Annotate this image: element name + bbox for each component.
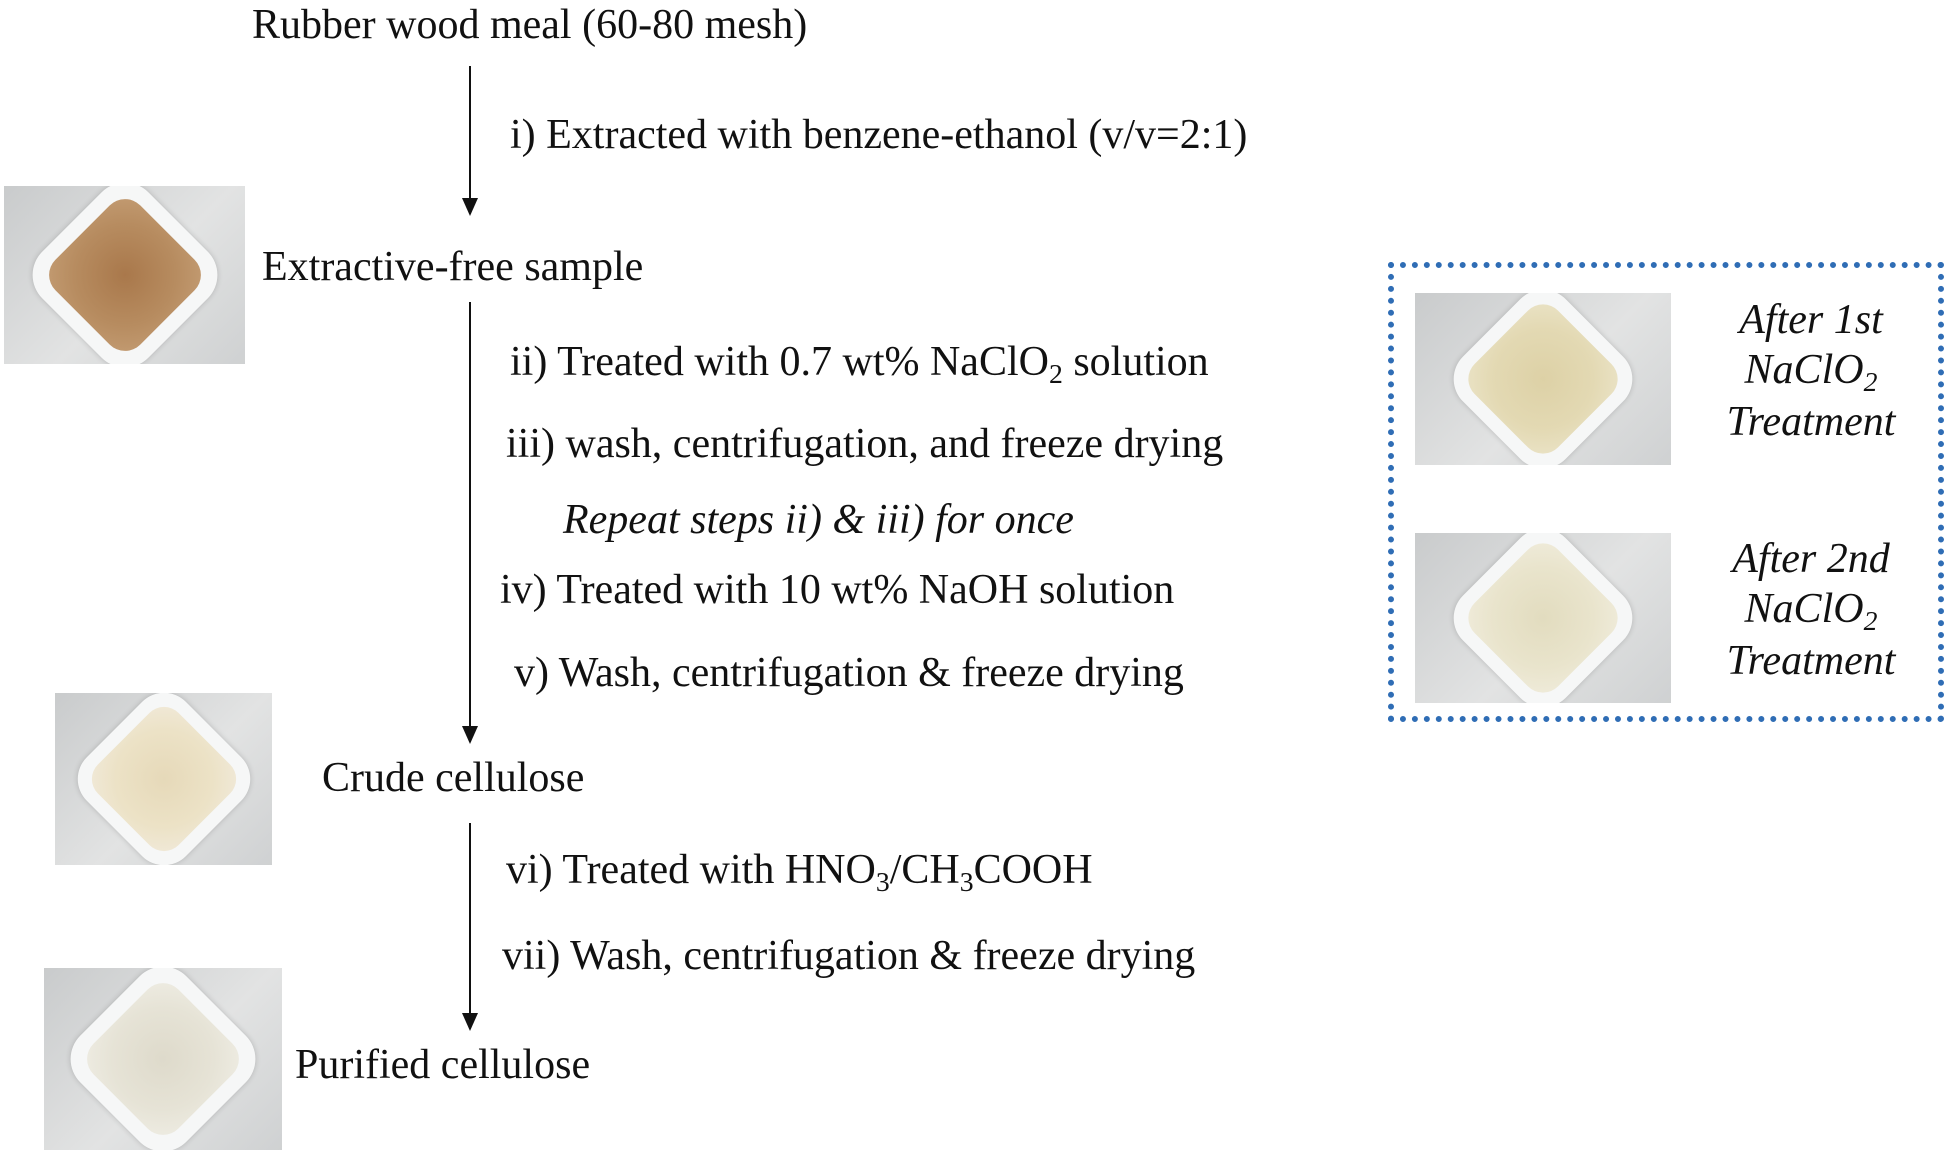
caption-after-2nd-subscript: 2	[1863, 604, 1878, 636]
step-iv: iv) Treated with 10 wt% NaOH solution	[500, 567, 1175, 613]
caption-after-2nd-line1: After 2nd	[1732, 536, 1890, 582]
step-i: i) Extracted with benzene-ethanol (v/v=2…	[510, 112, 1248, 158]
repeat-note: Repeat steps ii) & iii) for once	[563, 497, 1074, 543]
crude-powder-pile	[82, 698, 245, 860]
step-vi-text-c: COOH	[973, 847, 1093, 893]
caption-after-2nd-line3: Treatment	[1726, 638, 1896, 684]
photo-after-1st-naclo2	[1415, 293, 1671, 465]
flow-arrow-1	[462, 66, 478, 216]
photo-extractive-free-sample	[4, 186, 245, 364]
caption-after-1st: After 1st NaClO2 Treatment	[1688, 296, 1934, 448]
step-ii-subscript: 2	[1048, 357, 1063, 389]
flow-arrow-2	[462, 302, 478, 744]
step-ii: ii) Treated with 0.7 wt% NaClO2 solution	[510, 341, 1209, 387]
caption-after-1st-line2: NaClO2	[1688, 346, 1934, 398]
caption-after-2nd: After 2nd NaClO2 Treatment	[1688, 535, 1934, 687]
inset-intermediate-samples	[1388, 262, 1944, 722]
step-ii-tail: solution	[1062, 339, 1209, 385]
node-crude-cellulose: Crude cellulose	[322, 755, 585, 801]
step-ii-text: ii) Treated with 0.7 wt% NaClO	[510, 339, 1049, 385]
purified-powder-pile	[78, 974, 248, 1144]
step-vi-text-b: /CH	[889, 847, 960, 893]
photo-crude-cellulose	[55, 693, 272, 865]
step-vi: vi) Treated with HNO3/CH3COOH	[506, 849, 1093, 895]
caption-after-2nd-formula: NaClO	[1744, 585, 1864, 632]
flow-arrow-3	[462, 823, 478, 1031]
caption-after-1st-line3: Treatment	[1726, 399, 1896, 445]
step-vi-subscript-1: 3	[875, 865, 890, 897]
step-vi-subscript-2: 3	[959, 865, 974, 897]
step-vi-text-a: vi) Treated with HNO	[506, 847, 876, 893]
node-purified-cellulose: Purified cellulose	[295, 1042, 591, 1088]
wood-powder-pile	[39, 190, 210, 360]
step-iii: iii) wash, centrifugation, and freeze dr…	[506, 421, 1224, 467]
caption-after-2nd-line2: NaClO2	[1688, 585, 1934, 637]
caption-after-1st-line1: After 1st	[1739, 297, 1883, 343]
caption-after-1st-subscript: 2	[1863, 365, 1878, 397]
photo-after-2nd-naclo2	[1415, 533, 1671, 703]
step-v: v) Wash, centrifugation & freeze drying	[514, 650, 1184, 696]
caption-after-1st-formula: NaClO	[1744, 346, 1864, 393]
bleached-powder-pile-2	[1459, 534, 1627, 702]
photo-purified-cellulose	[44, 968, 282, 1150]
bleached-powder-pile-1	[1459, 295, 1627, 463]
step-vii: vii) Wash, centrifugation & freeze dryin…	[502, 933, 1196, 979]
node-rubber-wood-meal: Rubber wood meal (60-80 mesh)	[252, 2, 808, 48]
node-extractive-free-sample: Extractive-free sample	[262, 244, 644, 290]
